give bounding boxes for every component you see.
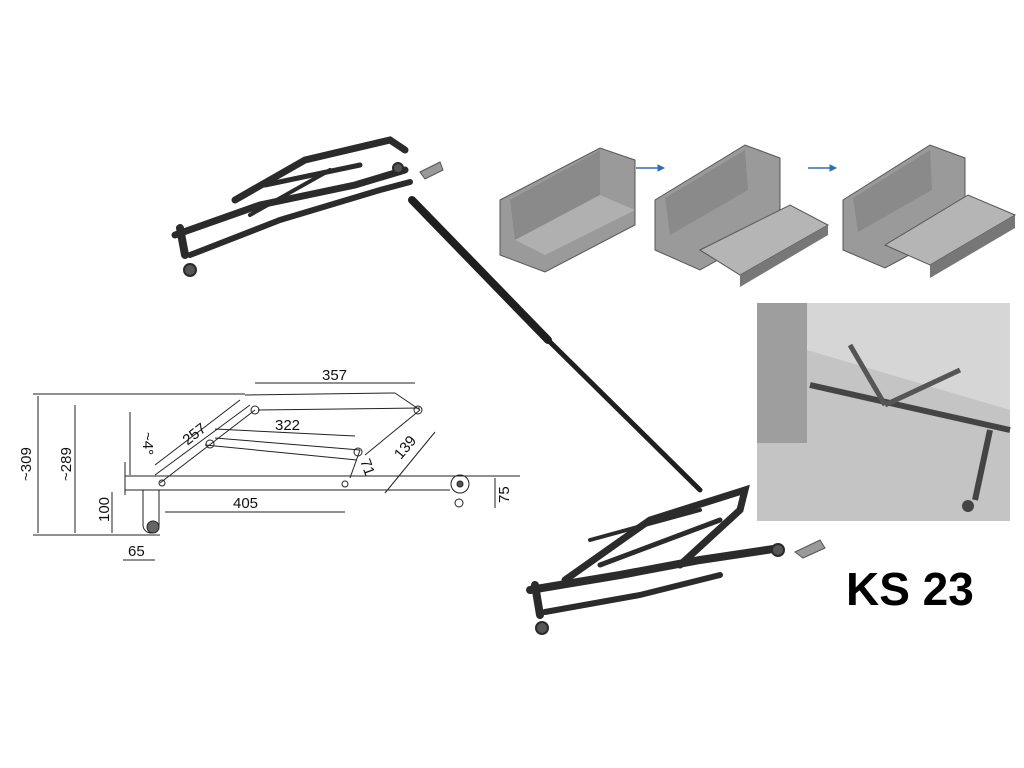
dim-405: 405 (233, 495, 258, 512)
upper-mechanism (171, 136, 413, 277)
sofa-open (842, 144, 1017, 278)
bracket-icon (419, 161, 826, 559)
dim-100: 100 (96, 497, 113, 522)
dim-65: 65 (128, 543, 145, 560)
dim-322: 322 (275, 417, 300, 434)
sofa-closed (499, 147, 636, 273)
dim-139: 139 (391, 433, 420, 463)
lower-mechanism (526, 484, 785, 635)
dimension-labels: 357 322 257 ~4° 139 71 405 75 ~309 ~289 … (18, 367, 513, 560)
dim-angle: ~4° (139, 432, 156, 455)
sofa-half-open (654, 144, 830, 287)
dim-289: ~289 (58, 447, 75, 481)
dim-309: ~309 (18, 447, 35, 481)
dim-357: 357 (322, 367, 347, 384)
gas-strut (408, 196, 703, 493)
mechanism-photo (757, 303, 1011, 521)
model-title: KS 23 (846, 563, 974, 615)
arrow-icon (636, 164, 838, 172)
dim-75: 75 (496, 486, 513, 503)
dim-71: 71 (356, 457, 378, 478)
technical-drawing (33, 382, 520, 561)
